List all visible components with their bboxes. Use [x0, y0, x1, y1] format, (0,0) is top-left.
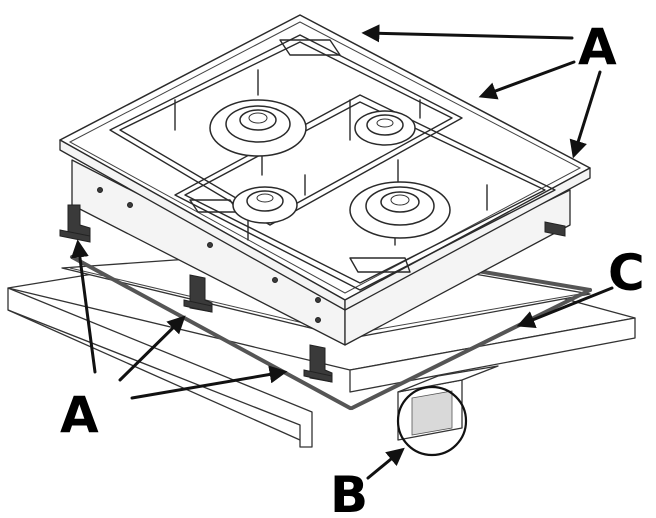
burner-large-front [349, 181, 451, 239]
detail-circle-b [396, 385, 468, 457]
label-a-top: A [578, 18, 617, 76]
arrow-a-bottom-1 [70, 239, 97, 374]
label-c: C [608, 244, 645, 302]
bracket-front [303, 344, 333, 383]
bracket-left [59, 204, 91, 243]
arrow-a-top-3 [569, 70, 602, 159]
arrow-c [516, 286, 614, 328]
label-b: B [330, 466, 368, 518]
arrow-a-top-1 [361, 24, 574, 43]
callout-arrows [70, 24, 614, 480]
arrow-a-bottom-2 [118, 315, 186, 382]
burner-small-rear [354, 110, 416, 146]
arrow-a-top-2 [478, 60, 576, 100]
bracket-right [544, 221, 566, 237]
hob-top-plate [59, 14, 591, 311]
arrow-b [366, 447, 405, 480]
bracket-middle [183, 274, 213, 313]
burners [209, 99, 451, 239]
burner-large-rear [209, 99, 307, 157]
arrow-a-bottom-3 [130, 365, 288, 400]
burner-small-front [232, 186, 298, 224]
label-a-bottom: A [60, 386, 99, 444]
fixing-brackets [59, 204, 566, 383]
pan-supports [109, 34, 556, 291]
